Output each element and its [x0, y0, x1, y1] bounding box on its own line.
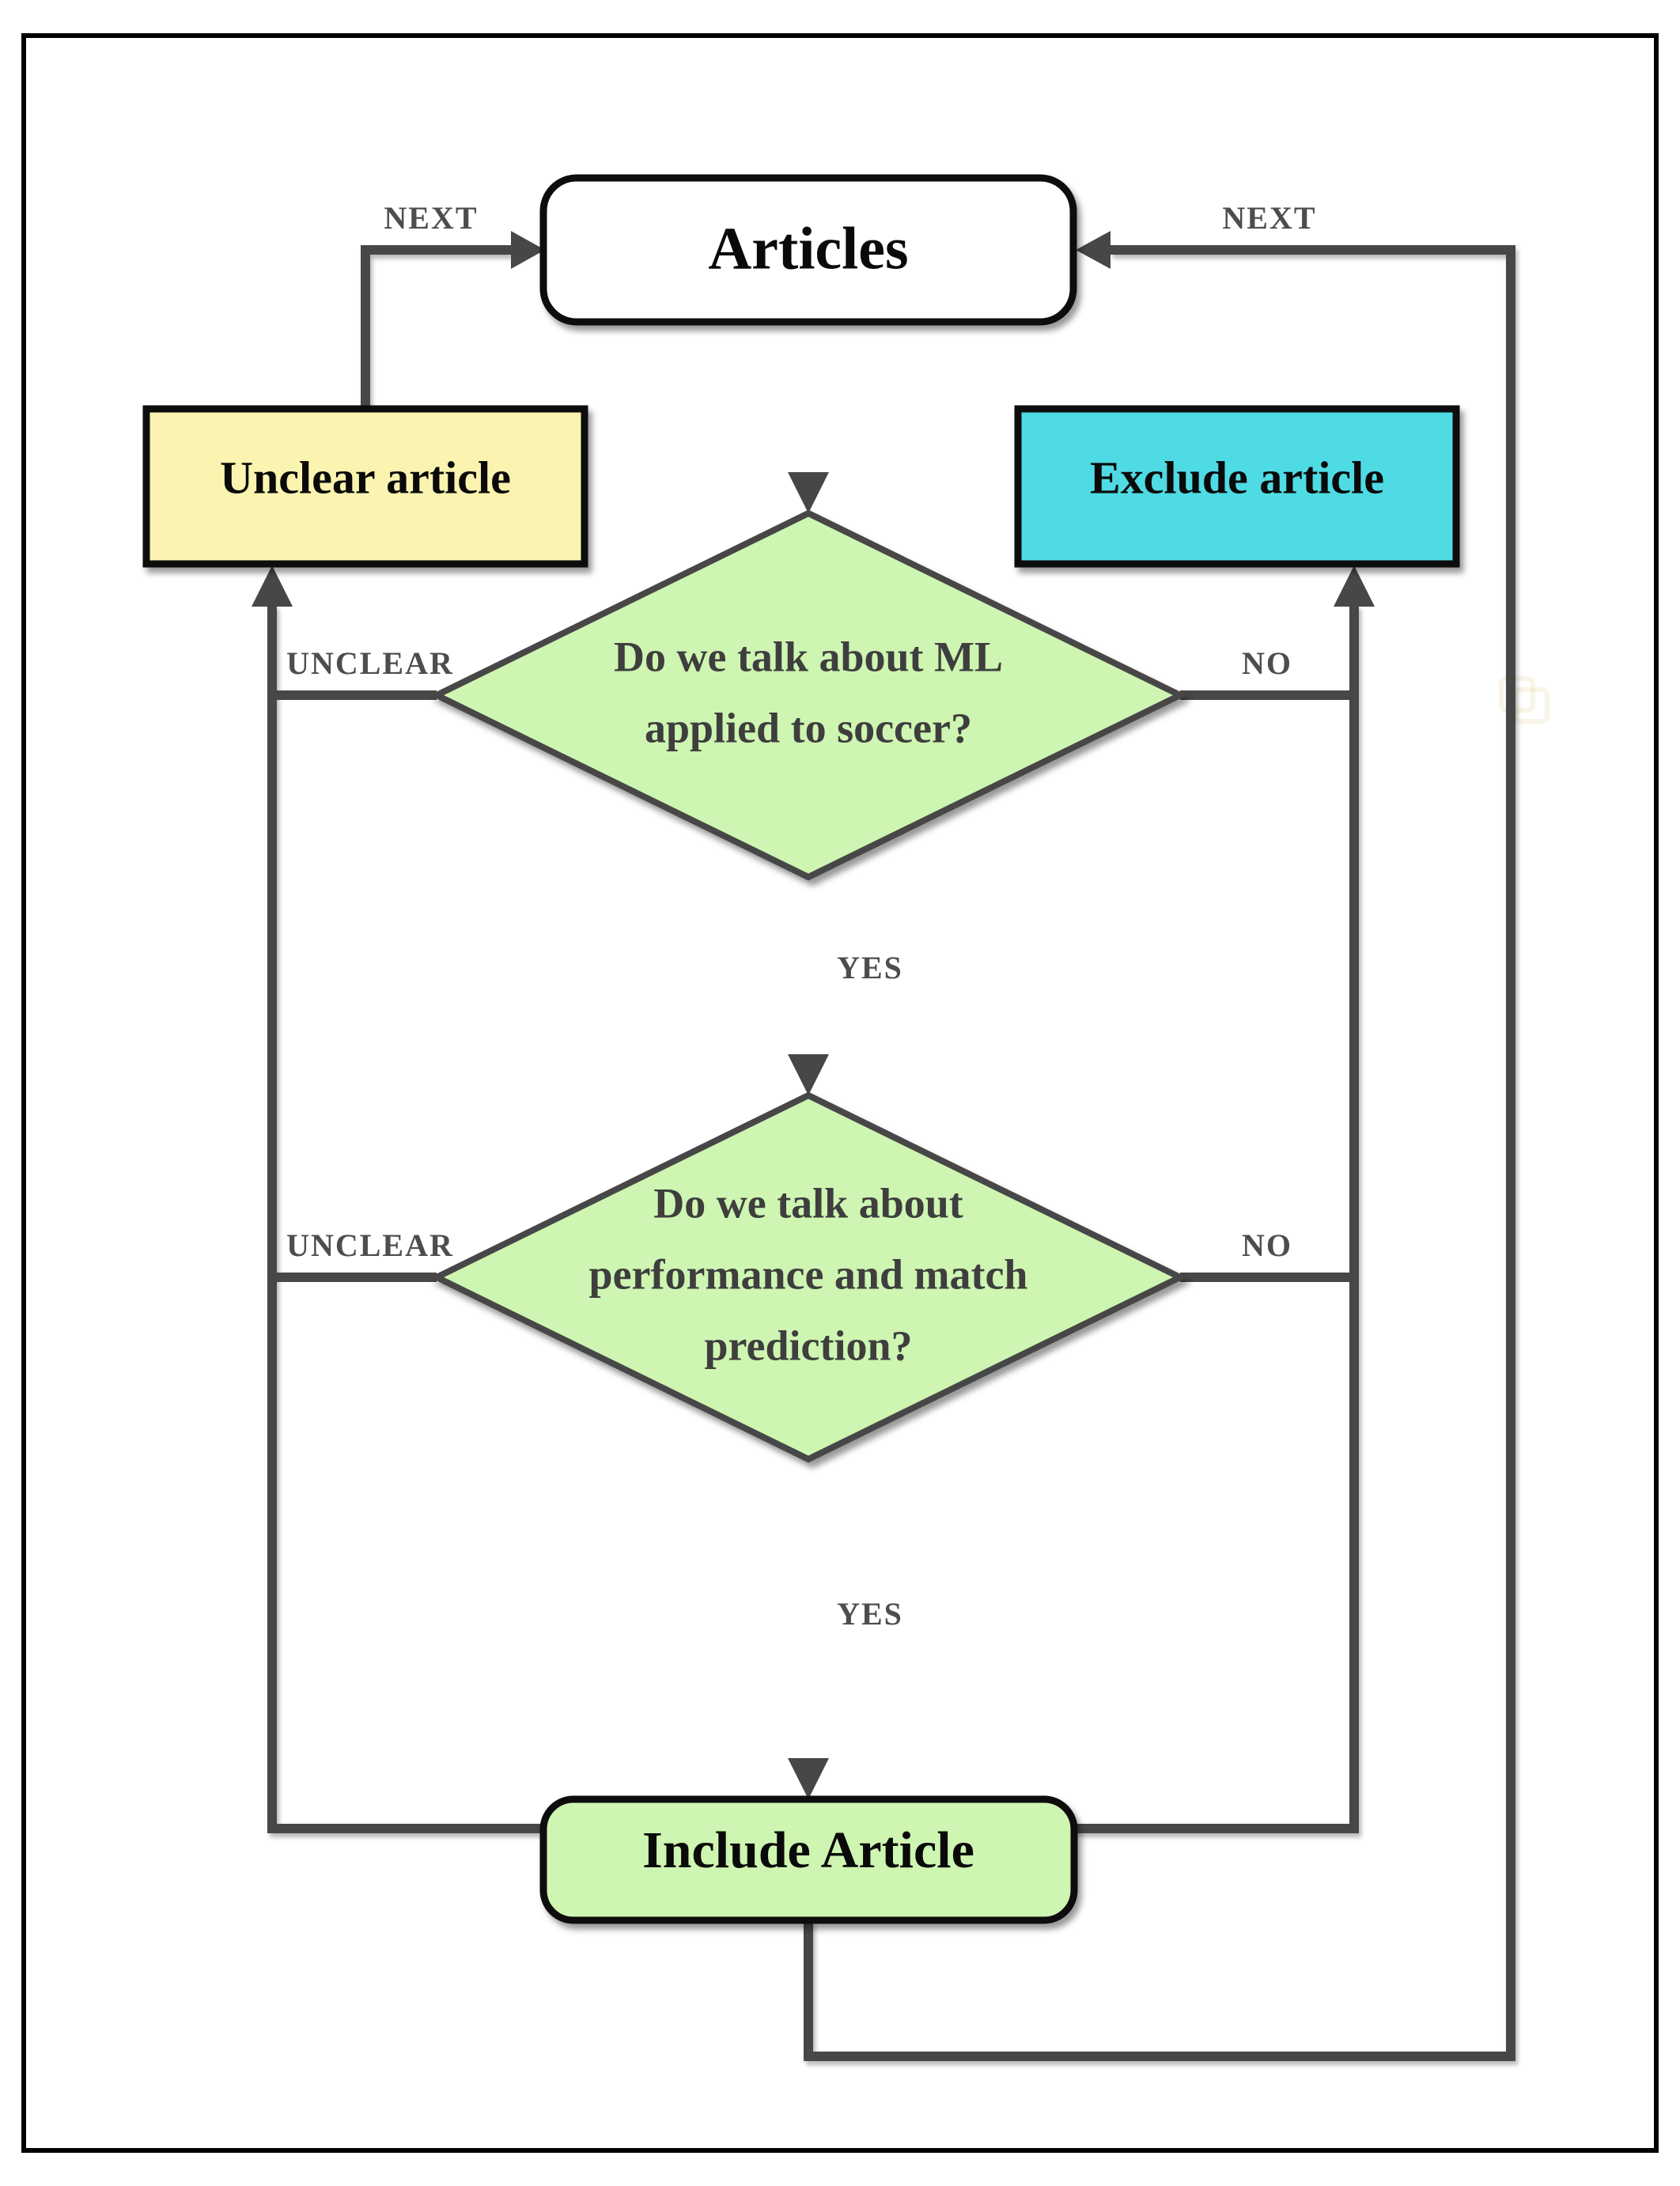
arrowhead-left-icon — [1076, 231, 1111, 269]
arrowhead-down-icon — [788, 1758, 829, 1799]
page-border — [21, 33, 1659, 2153]
edge-label-no-1: NO — [1242, 645, 1292, 681]
include-article-box — [539, 1795, 1078, 1924]
node-decision-ml-soccer: Do we talk about ML applied to soccer? — [429, 509, 1188, 881]
node-exclude-article: Exclude article — [1014, 405, 1460, 568]
decision-diamond-1 — [429, 509, 1188, 881]
edge-label-next-left: NEXT — [384, 200, 478, 236]
edge-label-yes-1: YES — [837, 950, 903, 985]
arrowhead-right-icon — [511, 231, 545, 269]
edge-include-loop-to-articles — [804, 245, 1515, 2061]
edge-unclear-to-articles-next — [361, 245, 511, 409]
edge-unclear-rail-left — [267, 605, 543, 1833]
exclude-article-box — [1014, 405, 1460, 568]
node-include-article: Include Article — [539, 1795, 1078, 1924]
articles-label: Articles — [708, 215, 908, 282]
edge-no-rail-right — [1074, 605, 1359, 1833]
decision-1-text-line-2: applied to soccer? — [645, 704, 972, 751]
articles-box — [539, 174, 1077, 326]
edge-label-unclear-1: UNCLEAR — [286, 645, 454, 681]
edge-label-no-2: NO — [1242, 1227, 1292, 1263]
arrowhead-up-icon — [252, 565, 293, 607]
decision-2-text-line-1: Do we talk about — [653, 1179, 963, 1227]
node-decision-performance-prediction: Do we talk about performance and match p… — [429, 1091, 1188, 1463]
decision-diamond-2 — [429, 1091, 1188, 1463]
node-unclear-article: Unclear article — [142, 405, 588, 568]
arrowhead-down-icon — [788, 472, 829, 513]
decision-1-text-line-1: Do we talk about ML — [614, 633, 1003, 680]
edge-label-yes-2: YES — [837, 1596, 903, 1632]
arrowhead-down-icon — [788, 1054, 829, 1095]
exclude-article-label: Exclude article — [1090, 452, 1384, 503]
decision-2-text-line-2: performance and match — [589, 1250, 1028, 1298]
arrowhead-up-icon — [1334, 565, 1375, 607]
unclear-article-label: Unclear article — [220, 452, 511, 503]
edge-label-next-right: NEXT — [1222, 200, 1316, 236]
decision-2-text-line-3: prediction? — [704, 1322, 912, 1369]
unclear-article-box — [142, 405, 588, 568]
node-articles: Articles — [539, 174, 1077, 326]
include-article-label: Include Article — [642, 1821, 974, 1879]
edge-label-unclear-2: UNCLEAR — [286, 1227, 454, 1263]
